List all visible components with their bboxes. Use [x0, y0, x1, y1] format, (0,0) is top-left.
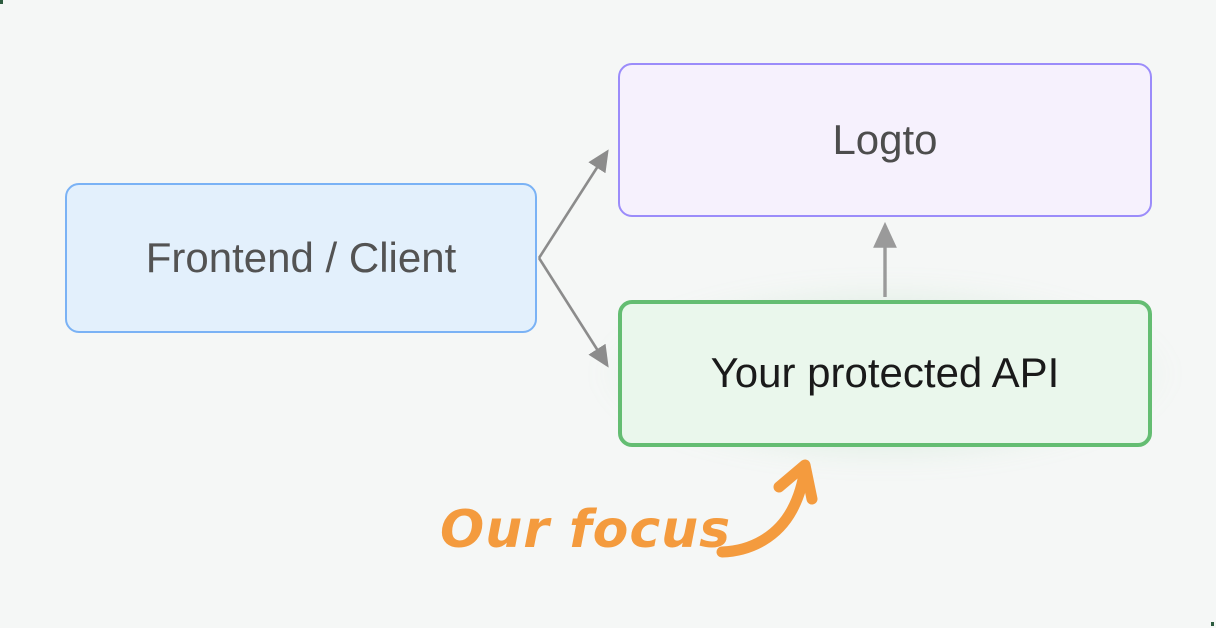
- node-logto-label: Logto: [832, 115, 938, 163]
- node-frontend-client[interactable]: Frontend / Client: [65, 183, 537, 333]
- node-protected-api[interactable]: Your protected API: [618, 300, 1152, 447]
- node-logto[interactable]: Logto: [618, 63, 1152, 217]
- node-protected-api-label: Your protected API: [710, 349, 1060, 397]
- edge-frontend-to-logto: [537, 149, 609, 259]
- our-focus-annotation: Our focus: [440, 500, 732, 560]
- our-focus-arrow-icon: [716, 459, 818, 558]
- node-frontend-client-label: Frontend / Client: [145, 233, 457, 281]
- corner-artifact-bottom-right: [1211, 622, 1214, 626]
- corner-artifact-top-left: [0, 0, 3, 4]
- edge-frontend-to-api: [537, 257, 609, 368]
